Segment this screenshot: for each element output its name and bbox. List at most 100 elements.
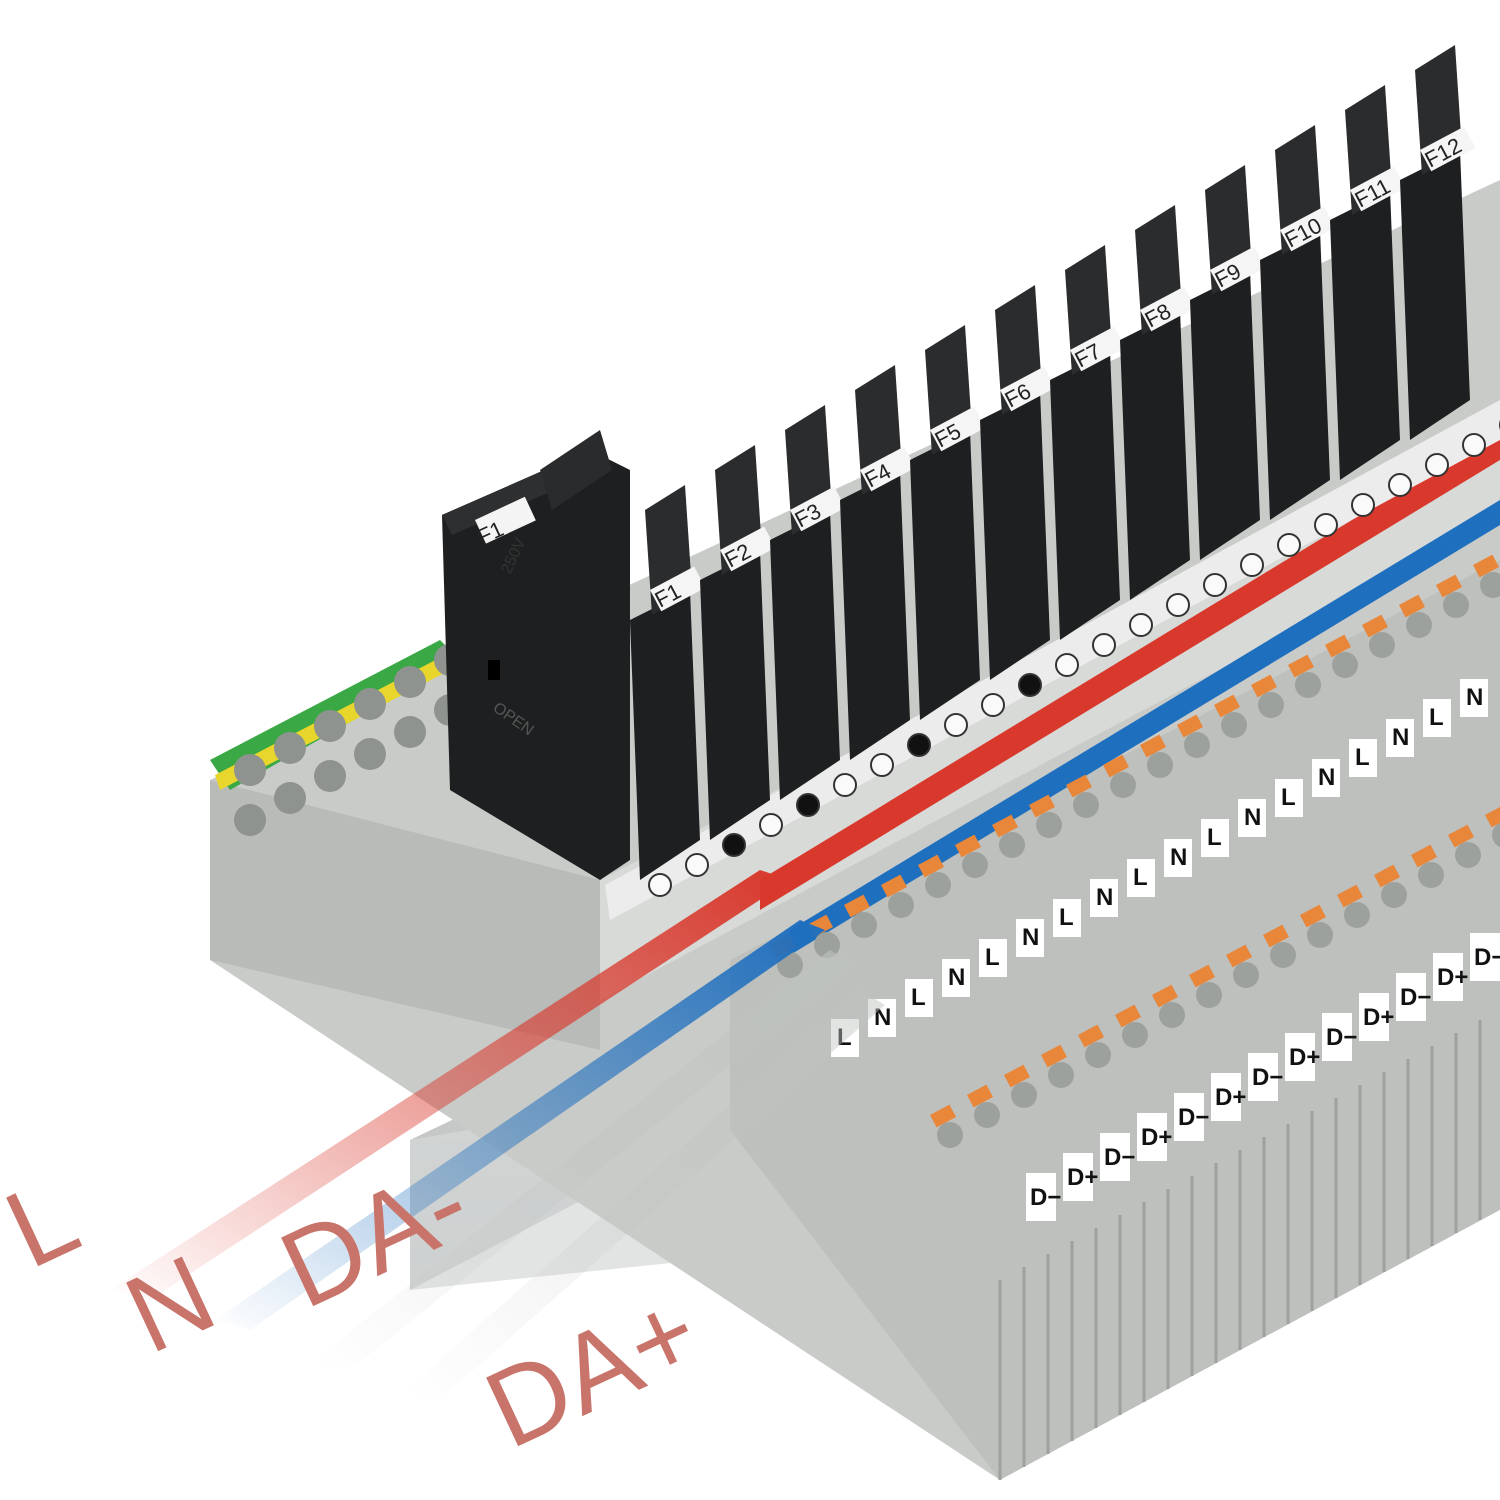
- indicator-lamp: [722, 833, 746, 857]
- ln-marker-text: N: [1244, 804, 1261, 831]
- earth-hole: [394, 716, 426, 748]
- indicator-lamp: [981, 693, 1005, 717]
- data-marker-text: D−: [1326, 1024, 1357, 1051]
- push-button: [1214, 694, 1240, 718]
- indicator-lamp: [833, 773, 857, 797]
- front-fuse-holder: F1 250V OPEN: [442, 430, 630, 880]
- conductor-hole: [1110, 772, 1136, 798]
- fuse-holder: [700, 550, 770, 840]
- conductor-hole: [1196, 982, 1222, 1008]
- push-button: [1226, 944, 1252, 968]
- indicator-lamp: [1388, 473, 1412, 497]
- ln-marker-text: L: [1429, 704, 1444, 731]
- conductor-hole: [1122, 1022, 1148, 1048]
- ln-marker: [1312, 759, 1340, 797]
- push-button: [1263, 924, 1289, 948]
- conductor-hole: [999, 832, 1025, 858]
- ln-marker-text: L: [985, 944, 1000, 971]
- indicator-lamp: [1425, 453, 1449, 477]
- fuse-marker: [1420, 126, 1476, 172]
- indicator-lamp: [1351, 493, 1375, 517]
- wire-label-da-plus: DA+: [468, 1269, 717, 1472]
- push-button: [1004, 1064, 1030, 1088]
- indicator-lamp: [796, 793, 820, 817]
- data-marker: [1248, 1053, 1278, 1101]
- earth-hole: [274, 782, 306, 814]
- push-button: [1103, 754, 1129, 778]
- push-button: [1436, 574, 1462, 598]
- push-button: [1485, 804, 1500, 828]
- ln-marker: [1460, 679, 1488, 717]
- terminal-rows: [769, 554, 1500, 1148]
- conductor-hole: [1036, 812, 1062, 838]
- data-marker-strip: D−D+D−D+D−D+D−D+D−D+D−D+D−D+: [1026, 933, 1500, 1221]
- push-button: [880, 874, 907, 898]
- indicator-lamp: [907, 733, 931, 757]
- push-button: [966, 1084, 993, 1108]
- conductor-hole: [1159, 1002, 1185, 1028]
- wire-labels: L N DA- DA+: [0, 1140, 717, 1472]
- ln-marker-text: N: [948, 964, 965, 991]
- ln-marker: [1275, 779, 1303, 817]
- data-marker: [1211, 1073, 1241, 1121]
- data-marker-text: D−: [1178, 1104, 1209, 1131]
- fuse-marker: [1210, 246, 1266, 292]
- earth-hole: [394, 666, 426, 698]
- indicator-lamp: [1240, 553, 1264, 577]
- ln-marker: [1127, 859, 1155, 897]
- push-button: [1066, 774, 1092, 798]
- fuse-holder: [770, 510, 840, 800]
- lamp-strip-base: [605, 400, 1500, 920]
- push-button: [1373, 864, 1400, 888]
- push-button: [1299, 904, 1326, 928]
- conductor-hole: [1295, 672, 1321, 698]
- data-marker: [1137, 1113, 1167, 1161]
- indicator-lamp: [944, 713, 968, 737]
- fuse-marker: [1000, 366, 1056, 412]
- push-button: [1337, 884, 1363, 908]
- lamp-indicator-strip: [605, 400, 1500, 920]
- data-marker: [1396, 973, 1426, 1021]
- push-button: [1152, 984, 1178, 1008]
- data-marker: [1322, 1013, 1352, 1061]
- data-marker: [1359, 993, 1389, 1041]
- fuse-holder: [1120, 310, 1190, 600]
- ln-marker-text: L: [1059, 904, 1074, 931]
- ln-marker-text: L: [1133, 864, 1148, 891]
- ln-marker: [905, 979, 933, 1017]
- push-button: [954, 834, 981, 858]
- conductor-hole: [1048, 1062, 1074, 1088]
- push-button: [1041, 1044, 1067, 1068]
- data-marker-text: D−: [1030, 1184, 1061, 1211]
- push-button: [929, 1104, 956, 1128]
- conductor-hole: [1270, 942, 1296, 968]
- conductor-hole: [962, 852, 988, 878]
- fuse-marker: [929, 406, 986, 452]
- indicator-lamp: [1166, 593, 1190, 617]
- fuse-holder: [630, 590, 700, 880]
- ln-marker: [1349, 739, 1377, 777]
- push-button: [1115, 1004, 1141, 1028]
- earth-hole: [234, 754, 266, 786]
- conductor-hole: [1233, 962, 1259, 988]
- indicator-lamp: [1018, 673, 1042, 697]
- push-button: [1288, 654, 1314, 678]
- data-marker: [1174, 1093, 1204, 1141]
- fuse-holder: [1190, 270, 1260, 560]
- push-button: [1398, 594, 1425, 618]
- indicator-lamp: [1462, 433, 1486, 457]
- conductor-hole: [888, 892, 914, 918]
- data-marker-text: D−: [1400, 984, 1431, 1011]
- ln-marker-text: N: [1170, 844, 1187, 871]
- conductor-hole: [1369, 632, 1395, 658]
- ln-marker: [1423, 699, 1451, 737]
- conductor-hole: [1332, 652, 1358, 678]
- ln-marker: [1164, 839, 1192, 877]
- wire-label-l: L: [0, 1154, 96, 1291]
- earth-hole: [354, 688, 386, 720]
- fuse-holder: [1050, 350, 1120, 640]
- conductor-hole: [1221, 712, 1247, 738]
- ln-marker: [1053, 899, 1081, 937]
- ln-marker: [1201, 819, 1229, 857]
- push-button: [1189, 964, 1215, 988]
